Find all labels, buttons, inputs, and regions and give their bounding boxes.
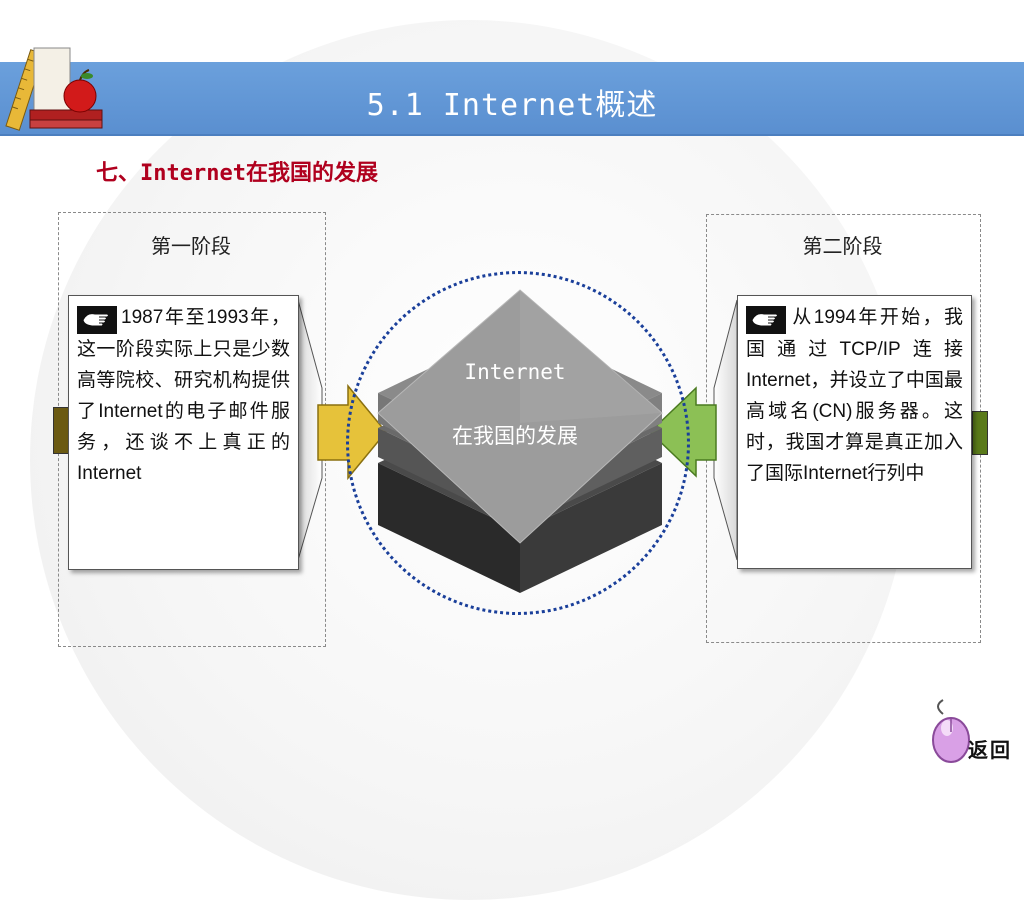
header-bar: [0, 62, 1024, 136]
right-side-tab: [972, 411, 988, 455]
page-title: 5.1 Internet概述: [366, 88, 658, 123]
center-dotted-circle: [346, 271, 690, 615]
back-button[interactable]: 返回: [968, 738, 1012, 762]
pointing-hand-icon: [77, 306, 117, 334]
ruler-apple-logo-icon: [5, 47, 103, 131]
stage1-text: 1987年至1993年，这一阶段实际上只是少数高等院校、研究机构提供了Inter…: [77, 307, 290, 484]
center-label-line1: Internet: [464, 360, 566, 384]
stacked-diamond-graphic: [377, 289, 663, 593]
center-label-line2: 在我国的发展: [452, 424, 578, 448]
stage2-label: 第二阶段: [802, 234, 883, 258]
mouse-back-icon[interactable]: [925, 698, 975, 764]
stage2-text: 从1994年开始，我国通过TCP/IP连接Internet，并设立了中国最高域名…: [746, 307, 963, 484]
stage2-card: 从1994年开始，我国通过TCP/IP连接Internet，并设立了中国最高域名…: [737, 295, 972, 569]
section-subtitle: 七、Internet在我国的发展: [96, 161, 378, 186]
stage1-card: 1987年至1993年，这一阶段实际上只是少数高等院校、研究机构提供了Inter…: [68, 295, 299, 570]
pointing-hand-icon: [746, 306, 786, 334]
stage1-label: 第一阶段: [151, 234, 231, 258]
